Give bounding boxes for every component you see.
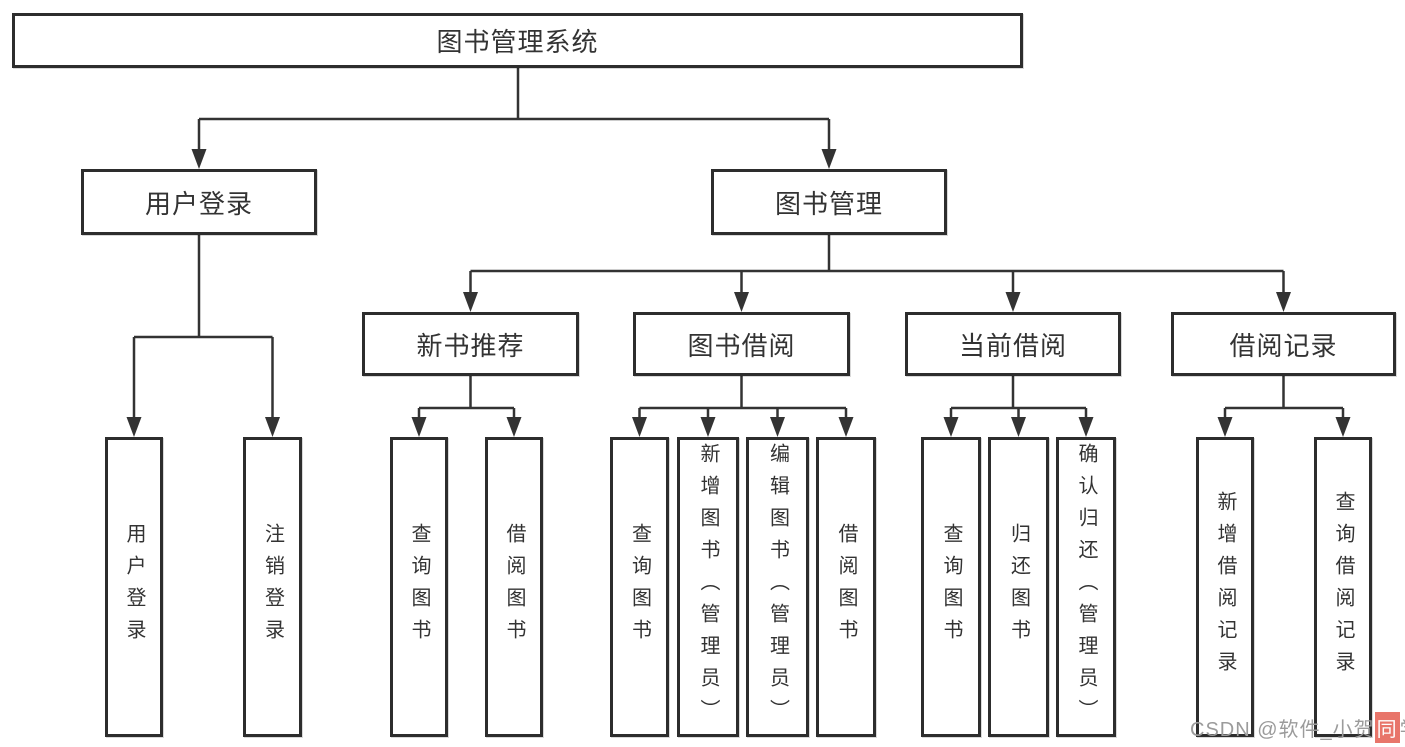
leaf-borrow-book-2-label: 借阅图书 — [835, 523, 857, 651]
leaf-query-borrow-record: 查询借阅记录 — [1314, 437, 1372, 737]
node-root: 图书管理系统 — [12, 13, 1023, 68]
leaf-query-book-2: 查询图书 — [610, 437, 669, 737]
leaf-logout-login-label: 注销登录 — [261, 523, 284, 651]
node-user-login: 用户登录 — [81, 169, 317, 235]
node-borrow-records: 借阅记录 — [1171, 312, 1396, 376]
leaf-borrow-book-2: 借阅图书 — [816, 437, 876, 737]
leaf-add-borrow-record-label: 新增借阅记录 — [1214, 491, 1236, 683]
leaf-edit-book-admin: 编辑图书（管理员） — [746, 437, 809, 737]
watermark: CSDN @软件_小贺同学 — [1190, 712, 1405, 743]
leaf-return-book: 归还图书 — [988, 437, 1049, 737]
leaf-user-login: 用户登录 — [105, 437, 163, 737]
leaf-add-borrow-record: 新增借阅记录 — [1196, 437, 1254, 737]
leaf-query-book-1: 查询图书 — [390, 437, 448, 737]
node-book-borrow: 图书借阅 — [633, 312, 850, 376]
node-book-management: 图书管理 — [711, 169, 947, 235]
leaf-add-book-admin-label: 新增图书（管理员） — [697, 443, 719, 731]
leaf-query-book-3-label: 查询图书 — [940, 523, 962, 651]
leaf-return-book-label: 归还图书 — [1007, 523, 1030, 651]
leaf-borrow-book-1: 借阅图书 — [485, 437, 543, 737]
node-current-borrow: 当前借阅 — [905, 312, 1121, 376]
leaf-add-book-admin: 新增图书（管理员） — [677, 437, 739, 737]
leaf-user-login-label: 用户登录 — [123, 523, 145, 651]
watermark-suffix: 学 — [1400, 719, 1405, 741]
watermark-prefix: CSDN @软件_小贺 — [1190, 719, 1375, 741]
leaf-confirm-return-admin-label: 确认归还（管理员） — [1075, 443, 1097, 731]
leaf-borrow-book-1-label: 借阅图书 — [503, 523, 525, 651]
leaf-edit-book-admin-label: 编辑图书（管理员） — [766, 443, 789, 731]
leaf-confirm-return-admin: 确认归还（管理员） — [1056, 437, 1116, 737]
leaf-query-book-2-label: 查询图书 — [628, 523, 651, 651]
node-new-book-recommend: 新书推荐 — [362, 312, 579, 376]
leaf-query-book-3: 查询图书 — [921, 437, 981, 737]
leaf-logout-login: 注销登录 — [243, 437, 302, 737]
watermark-accent: 同 — [1374, 712, 1400, 743]
leaf-query-book-1-label: 查询图书 — [408, 523, 430, 651]
leaf-query-borrow-record-label: 查询借阅记录 — [1332, 491, 1354, 683]
